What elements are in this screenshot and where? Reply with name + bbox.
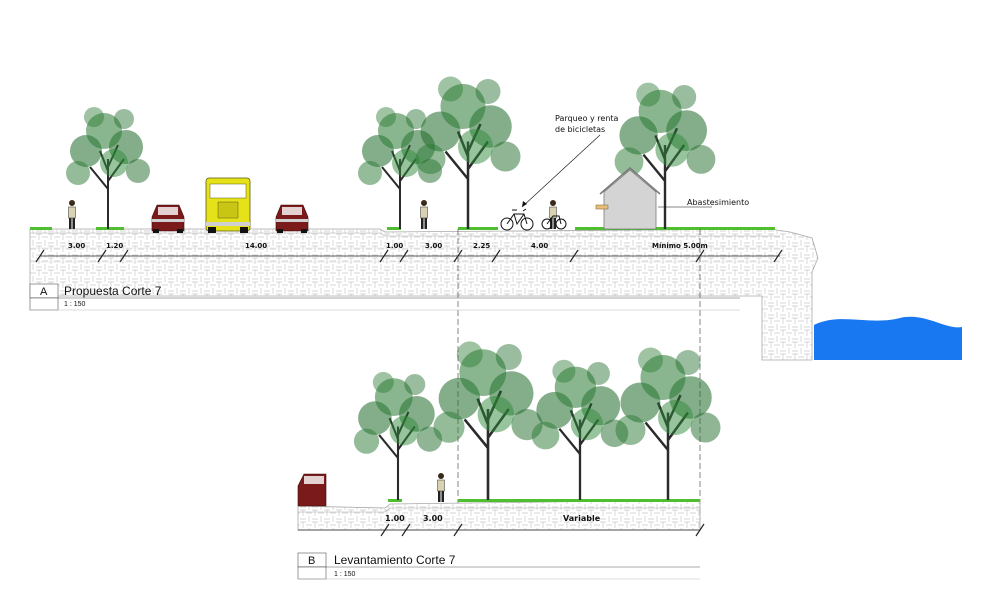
reference-line [457,229,701,520]
annotation-bike-parking: Parqueo y renta de bicicletas [521,114,619,208]
tree-icon [65,106,151,230]
svg-text:Abastesimiento: Abastesimiento [687,198,749,207]
svg-text:de bicicletas: de bicicletas [555,125,605,134]
person-icon [68,199,76,230]
dim-label: 3.00 [68,242,85,250]
section-letter: A [40,286,48,298]
water-icon [814,316,962,360]
section-a-ground [29,228,819,361]
title-block-a: A Propuesta Corte 7 1 : 150 [29,283,740,311]
car-icon [275,204,309,234]
dim-label: Mínimo 5.00m [652,242,708,250]
grass-strips-b [388,499,700,502]
tree-icon [432,340,544,502]
tree-icon [352,370,444,502]
dim-label: 3.00 [425,242,442,250]
person-icon [549,199,557,230]
svg-text:Parqueo y renta: Parqueo y renta [555,114,619,123]
dim-label: 1.20 [106,242,123,250]
section-scale: 1 : 150 [334,571,356,578]
dim-label: 4.00 [531,242,548,250]
dim-label: 1.00 [386,242,403,250]
grass-strips-a [30,227,775,230]
annotation-supply: Abastesimiento [658,198,749,208]
person-icon [420,199,428,230]
section-scale: 1 : 150 [64,301,86,308]
person-icon [437,472,445,503]
tree-icon [614,346,722,502]
bicycle-icon [500,208,534,231]
dim-label: Variable [563,514,601,523]
bicycle-icon [541,215,567,230]
car-icon [151,204,185,234]
truck-icon [205,177,251,233]
dimension-line-b: 1.00 3.00 Variable [298,514,705,537]
section-title: Propuesta Corte 7 [64,284,162,298]
dim-label: 2.25 [473,242,490,250]
section-b-ground [297,499,701,531]
kiosk-icon [595,167,661,230]
title-block-b: B Levantamiento Corte 7 1 : 150 [297,552,700,580]
car-icon [297,473,327,507]
section-title: Levantamiento Corte 7 [334,553,456,567]
tree-icon [530,358,630,502]
dim-label: 3.00 [423,514,443,523]
dim-label: 1.00 [385,514,405,523]
dim-label: 14.00 [245,242,267,250]
section-letter: B [308,555,315,567]
tree-icon [414,75,522,231]
